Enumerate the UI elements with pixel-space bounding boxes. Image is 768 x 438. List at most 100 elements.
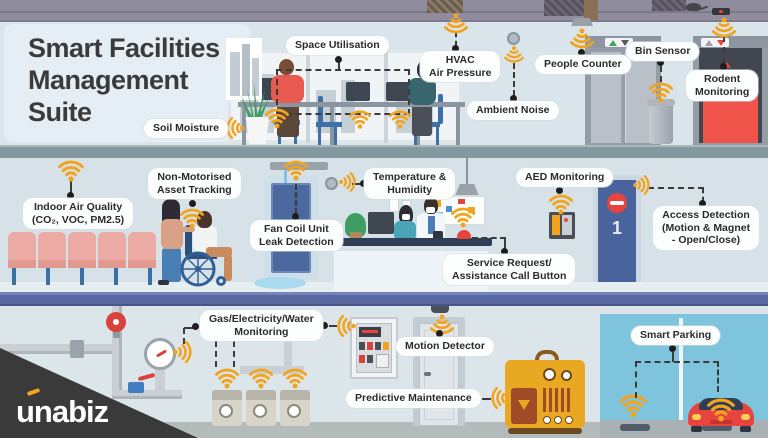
page-title: Smart Facilities Management Suite: [28, 33, 220, 127]
brand-logo: unabiz: [16, 394, 109, 429]
label-gas-electricity-water: Gas/Electricity/Water Monitoring: [200, 310, 323, 342]
wifi-signal-icon: [632, 175, 650, 195]
window-mullion: [306, 50, 310, 143]
floor-slab: [0, 145, 768, 158]
pipe-flange: [70, 340, 84, 358]
monitor: [346, 82, 370, 101]
wall-frame: [389, 198, 399, 212]
label-access-detection: Access Detection (Motion & Magnet - Open…: [653, 206, 760, 250]
wifi-signal-icon: [337, 314, 357, 338]
basement-slab: [0, 292, 768, 306]
wifi-signal-icon: [248, 368, 274, 390]
generator-handle: [535, 350, 559, 364]
waiting-chair: [98, 232, 126, 268]
picture-skyline: [252, 58, 259, 96]
wifi-signal-icon: [348, 110, 372, 130]
meter-dial: [287, 404, 301, 418]
chair-leg: [80, 268, 84, 285]
label-rodent-monitoring: Rodent Monitoring: [686, 70, 759, 102]
connector-line: [702, 188, 704, 202]
water-drip: [284, 170, 287, 184]
chair-leg: [414, 127, 417, 145]
aed-device: [552, 215, 560, 235]
connector-line: [329, 325, 337, 327]
valve-wheel-hub: [113, 319, 119, 325]
connector-line: [183, 328, 185, 344]
rodent-trap-light: [719, 10, 723, 13]
meter-dial: [253, 404, 267, 418]
aed-window: [562, 215, 572, 235]
receptionist-body: [394, 221, 416, 241]
connector-line: [482, 398, 491, 400]
desk-leg: [456, 107, 460, 145]
chair-leg: [12, 268, 16, 285]
meter-dial: [219, 404, 233, 418]
shaft-arrow-icon: [723, 62, 731, 68]
wifi-signal-icon: [548, 194, 574, 216]
waiting-chair: [38, 232, 66, 268]
label-ambient-noise: Ambient Noise: [467, 101, 559, 120]
connector-dot: [510, 95, 517, 102]
wifi-signal-icon: [172, 340, 192, 364]
connector-dot: [360, 180, 367, 187]
label-service-request: Service Request/ Assistance Call Button: [443, 254, 576, 286]
people-counter-sensor: [571, 18, 593, 26]
picture-skyline: [242, 44, 250, 96]
waiting-chair: [128, 232, 156, 268]
connector-line: [338, 63, 340, 70]
basement-floor: [140, 422, 600, 438]
wheelchair-seat: [187, 253, 217, 259]
pipe-vertical: [112, 306, 122, 398]
label-temperature-humidity: Temperature & Humidity: [364, 168, 456, 200]
chair-leg: [318, 127, 321, 145]
wifi-signal-icon: [619, 394, 647, 419]
reception-monitor: [368, 212, 394, 234]
gauge-stub-pipe: [155, 368, 165, 392]
connector-line: [635, 361, 637, 398]
elevator-down-icon: [621, 39, 629, 46]
connector-line: [504, 238, 506, 249]
car-wheel: [691, 426, 702, 432]
no-entry-bar: [610, 201, 624, 205]
wifi-signal-icon: [264, 108, 290, 130]
connector-dot: [292, 213, 299, 220]
connector-dot: [452, 45, 459, 52]
generator-vents: [543, 388, 573, 412]
parking-divider-line: [679, 318, 683, 420]
chair-leg: [114, 268, 118, 285]
label-predictive-maintenance: Predictive Maintenance: [346, 389, 481, 408]
lamp-cord: [466, 158, 468, 186]
generator-dial: [543, 416, 551, 424]
patient-legs: [206, 247, 232, 257]
door-handle: [424, 372, 431, 376]
reception-plant-leaves: [345, 213, 366, 237]
meter-pipe-riser: [284, 342, 292, 368]
monitor: [386, 82, 410, 101]
connector-line: [295, 184, 297, 214]
connector-line: [717, 361, 719, 392]
door-number: 1: [611, 218, 622, 238]
connector-line: [723, 36, 725, 64]
wifi-signal-icon: [388, 110, 412, 130]
pipe-horizontal: [0, 344, 118, 354]
wifi-signal-icon: [504, 45, 524, 63]
wheelchair-wheel: [180, 251, 216, 287]
ceiling-beam: [0, 11, 768, 13]
wifi-signal-icon: [491, 386, 511, 410]
reception-counter-top: [330, 238, 492, 246]
office-chair2-back: [438, 94, 443, 124]
connector-line: [648, 187, 704, 189]
receptionist-mask: [402, 214, 410, 220]
label-soil-moisture: Soil Moisture: [144, 119, 228, 138]
connector-line: [215, 341, 217, 367]
connector-dot: [192, 323, 199, 330]
temp-sensor: [325, 177, 338, 190]
wheelchair-back: [185, 225, 192, 257]
wifi-signal-icon: [648, 82, 674, 104]
connector-line: [233, 341, 235, 367]
generator-dial: [565, 416, 573, 424]
lever-valve-body: [128, 382, 144, 393]
generator-gauge: [561, 370, 572, 381]
reception-plant-pot: [350, 232, 362, 240]
car-grille: [710, 420, 732, 424]
